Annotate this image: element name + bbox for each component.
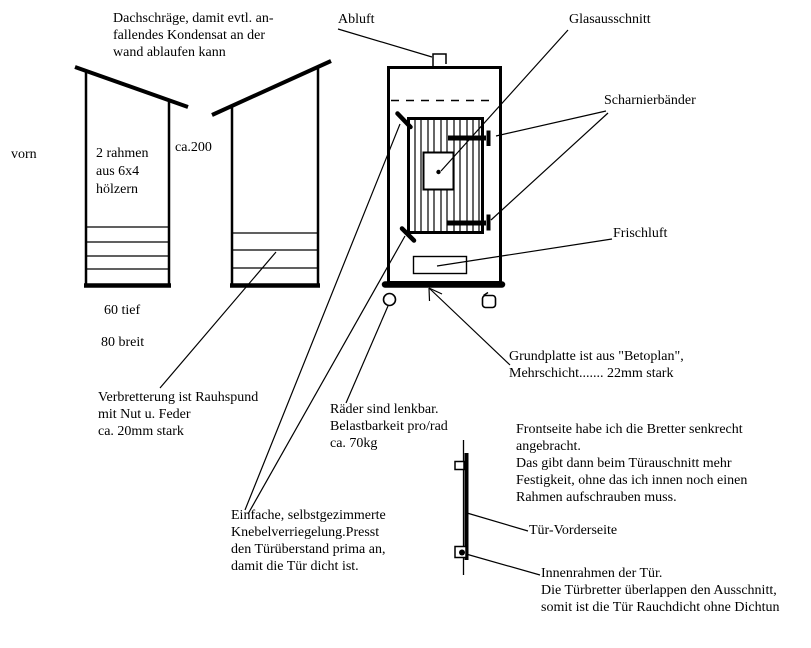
leader-scharnier-bottom [490, 112, 609, 221]
label-einfache: Einfache, selbstgezimmerte Knebelverrieg… [231, 508, 386, 574]
leader-einfache-top [244, 123, 401, 511]
label-vorn: vorn [11, 147, 37, 162]
frame-right-drawing [211, 59, 332, 288]
door-cross-section-drawing [454, 440, 469, 575]
chimney-drawing [432, 53, 447, 66]
label-scharnierbaender: Scharnierbänder [604, 93, 696, 108]
glass-cutout-dot [436, 169, 441, 175]
leader-scharnier-top [495, 110, 607, 137]
label-grundplatte: Grundplatte ist aus "Betoplan", Mehrschi… [509, 349, 684, 381]
frame-left-drawing [74, 65, 189, 288]
label-dachschraege: Dachschräge, damit evtl. an- fallendes K… [113, 11, 274, 60]
label-verbretterung: Verbretterung ist Rauhspund mit Nut u. F… [98, 390, 259, 439]
leader-lines [159, 28, 613, 576]
wheel-right [481, 294, 497, 309]
label-abluft: Abluft [338, 12, 375, 27]
leader-grundplatte [428, 287, 511, 366]
leader-abluft [337, 28, 433, 58]
hinge-top [448, 130, 491, 146]
leader-raeder [345, 305, 389, 404]
label-innenrahmen: Innenrahmen der Tür. Die Türbretter über… [541, 566, 780, 615]
leader-innenrahmen [465, 553, 541, 576]
hinge-bottom [447, 214, 491, 231]
label-rahmen: 2 rahmen aus 6x4 hölzern [96, 146, 149, 197]
leader-frischluft [436, 238, 613, 267]
smoker-cabinet-drawing [381, 53, 506, 309]
leader-glasausschnitt [440, 29, 569, 172]
label-ca200: ca.200 [175, 140, 212, 155]
latch-bottom [399, 226, 417, 243]
label-80-breit: 80 breit [101, 335, 145, 350]
label-frischluft: Frischluft [613, 226, 668, 241]
label-60-tief: 60 tief [104, 303, 141, 318]
label-raeder: Räder sind lenkbar. Belastbarkeit pro/ra… [330, 402, 448, 451]
label-frontseite: Frontseite habe ich die Bretter senkrech… [516, 422, 748, 505]
latch-top [395, 111, 413, 130]
leader-tuer-vorderseite [466, 512, 529, 532]
label-tuer-vorderseite: Tür-Vorderseite [529, 523, 618, 538]
wheel-left [382, 292, 397, 307]
leader-verbretterung [159, 251, 277, 389]
label-glasausschnitt: Glasausschnitt [569, 12, 651, 27]
leader-einfache-bottom [247, 235, 406, 515]
